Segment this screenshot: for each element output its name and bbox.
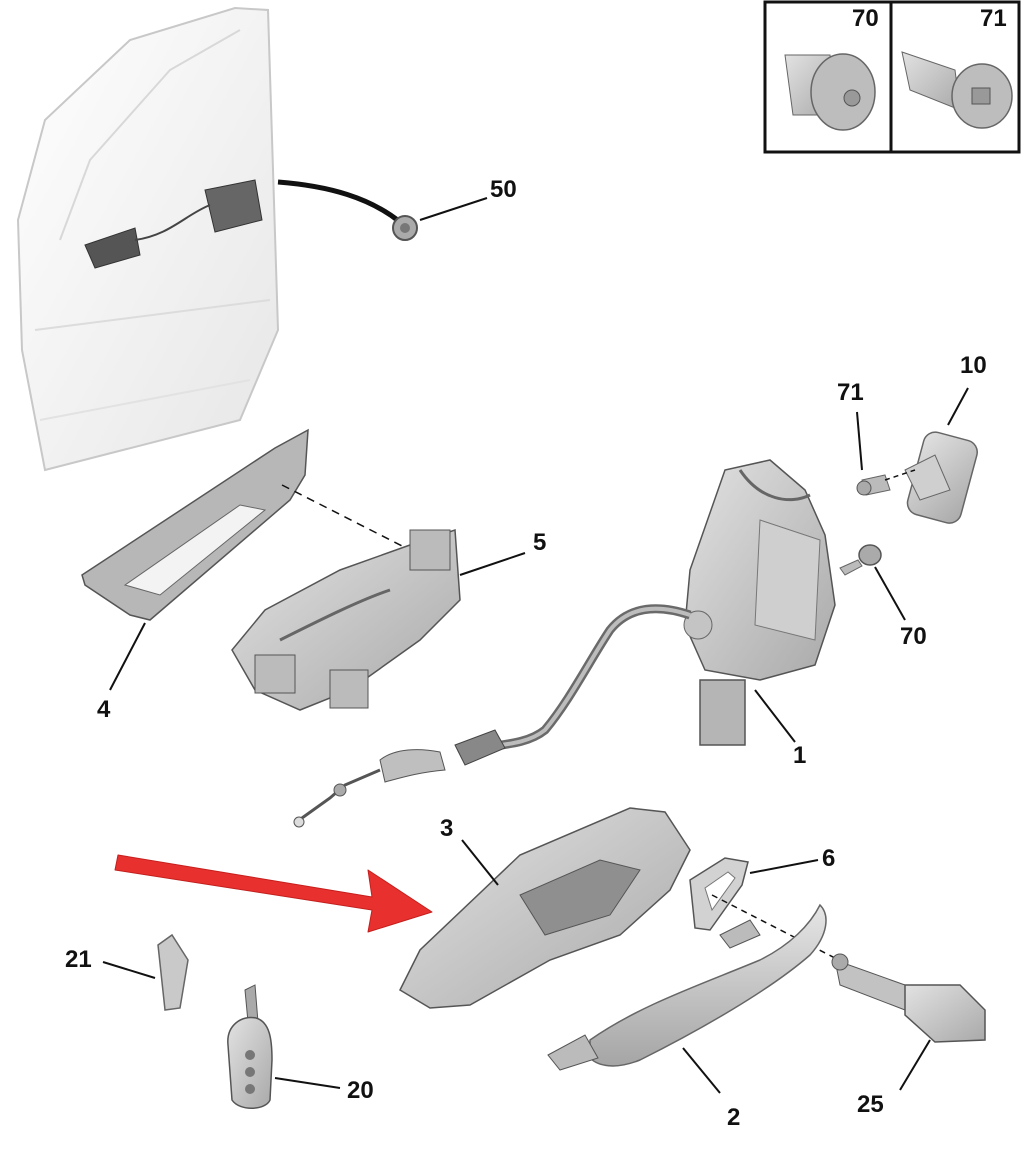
callout-4: 4 [97, 696, 111, 723]
dash-4-5 [281, 484, 411, 551]
callout-5: 5 [533, 529, 547, 556]
bolt-71-part [901, 51, 1013, 129]
callout-1: 1 [793, 742, 807, 769]
interior-handle-5-part [231, 528, 461, 711]
red-arrow-indicator [114, 854, 433, 933]
callout-70: 70 [900, 623, 927, 650]
callout-6: 6 [822, 845, 836, 872]
leader-50 [419, 197, 488, 221]
cable-part [293, 604, 692, 828]
callout-25: 25 [857, 1091, 884, 1118]
callout-20: 20 [347, 1077, 374, 1104]
leader-4 [109, 622, 146, 691]
lock-cylinder-25-part [831, 953, 986, 1043]
leader-10 [947, 387, 969, 426]
gasket-6-part [689, 857, 749, 931]
leader-70 [874, 566, 906, 621]
leader-20 [274, 1077, 341, 1089]
bolt-70-small-part [839, 544, 882, 576]
callout-3: 3 [440, 815, 454, 842]
leader-3 [461, 839, 499, 886]
door-part [16, 6, 280, 472]
callout-50: 50 [490, 176, 517, 203]
bolt-70-part [784, 53, 876, 131]
leader-6 [749, 859, 819, 874]
leader-25 [899, 1039, 931, 1091]
exterior-handle-2-part [547, 903, 827, 1071]
inset-label-70: 70 [852, 5, 879, 32]
leader-71 [856, 411, 863, 471]
lock-1-part [683, 459, 836, 746]
door-leader [277, 179, 402, 224]
leader-2 [682, 1047, 721, 1094]
callout-71: 71 [837, 379, 864, 406]
nut-50-part [392, 215, 418, 241]
callout-10: 10 [960, 352, 987, 379]
callout-2: 2 [727, 1104, 741, 1131]
handle-base-3-part [399, 807, 691, 1009]
leader-1 [754, 689, 796, 743]
striker-10-part [904, 431, 978, 524]
key-blade-21-part [157, 933, 189, 1011]
fastener-inset-box [763, 0, 1021, 154]
screw-71-part [856, 474, 891, 496]
inset-label-71: 71 [980, 5, 1007, 32]
remote-key-20-part [227, 984, 273, 1109]
bezel-4-part [81, 428, 309, 621]
callout-21: 21 [65, 946, 92, 973]
leader-5 [459, 552, 526, 576]
leader-21 [102, 961, 156, 979]
